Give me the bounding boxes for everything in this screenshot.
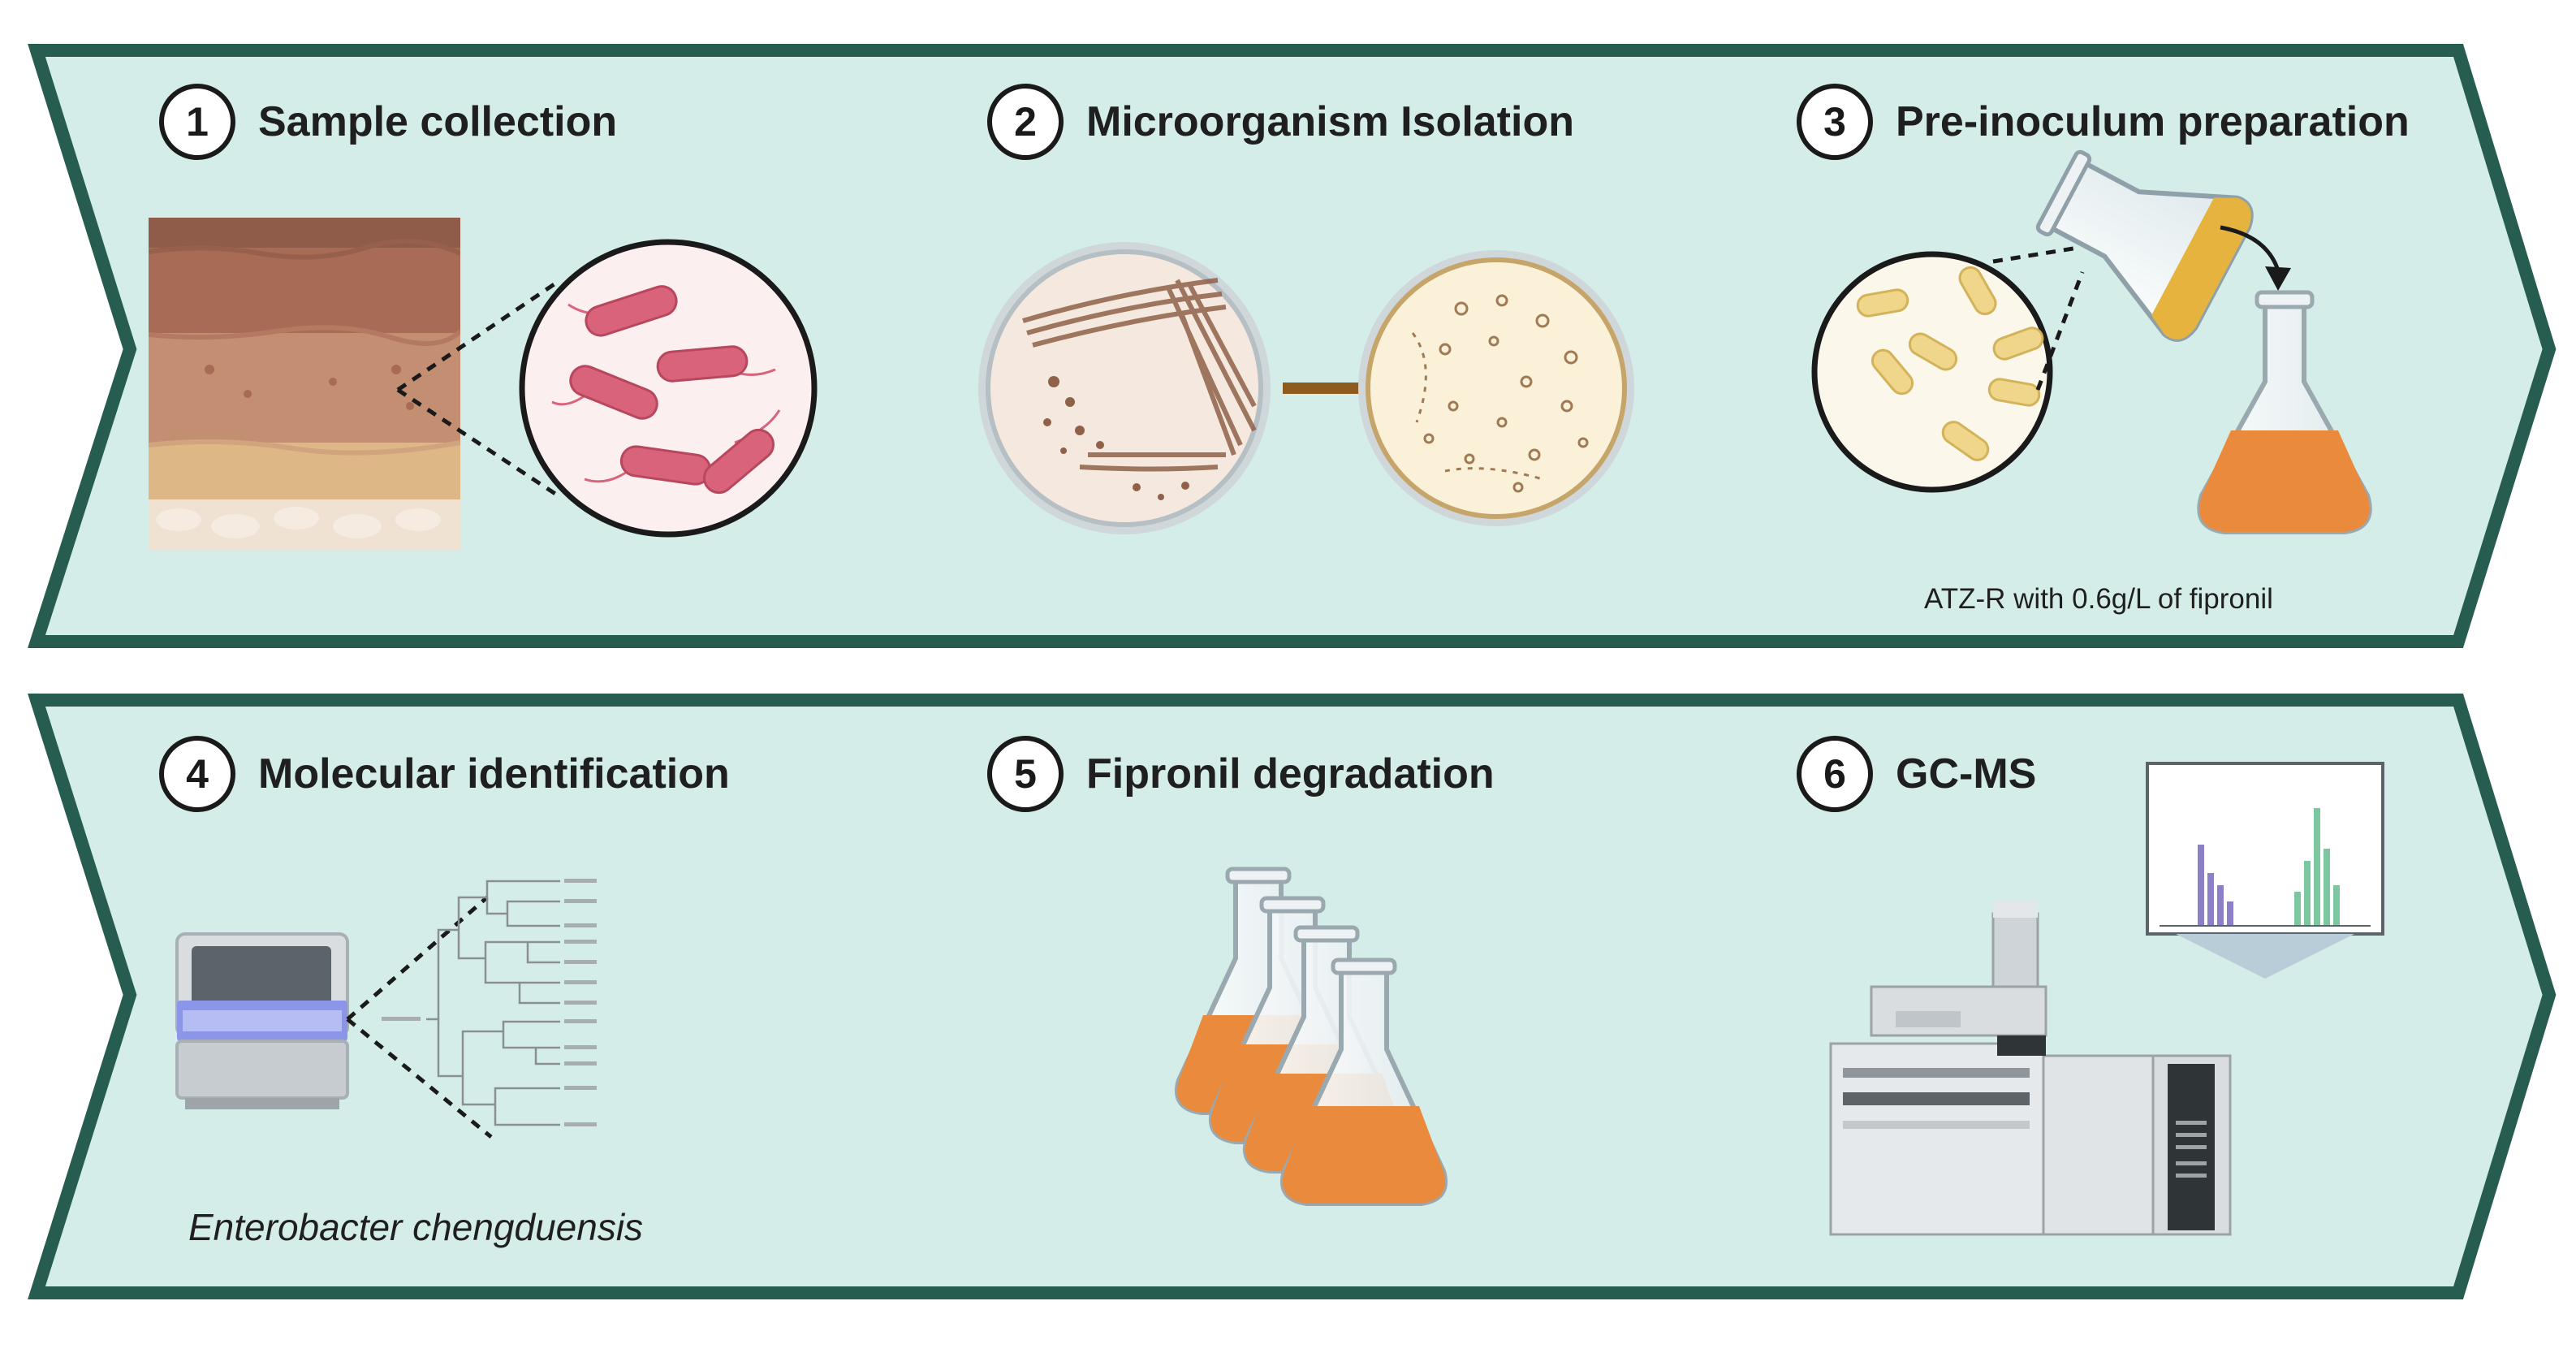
step-number-badge: 3: [1797, 84, 1873, 160]
step-title: GC-MS: [1896, 750, 2037, 798]
step-1-header: 1 Sample collection: [159, 77, 617, 166]
soil-sample-icon: [149, 218, 818, 551]
step-5-header: 5 Fipronil degradation: [987, 729, 1495, 819]
step-number-badge: 5: [987, 736, 1064, 812]
flask-icon: [1811, 149, 2372, 534]
sequencer-icon: [175, 879, 597, 1139]
step-number-badge: 4: [159, 736, 235, 812]
step-6-header: 6 GC-MS: [1797, 729, 2036, 819]
step-title: Pre-inoculum preparation: [1896, 98, 2410, 145]
petri-dish-icon: [978, 242, 1634, 534]
step-number-badge: 1: [159, 84, 235, 160]
step-number-badge: 2: [987, 84, 1064, 160]
step-2-header: 2 Microorganism Isolation: [987, 77, 1574, 166]
organism-caption: Enterobacter chengduensis: [188, 1206, 644, 1248]
gc-ms-instrument-icon: [1829, 762, 2384, 1236]
step-title: Microorganism Isolation: [1086, 98, 1574, 145]
step-title: Fipronil degradation: [1086, 750, 1495, 798]
step-3-header: 3 Pre-inoculum preparation: [1797, 77, 2410, 166]
medium-caption: ATZ-R with 0.6g/L of fipronil: [1924, 583, 2273, 615]
step-4-header: 4 Molecular identification: [159, 729, 730, 819]
step-number-badge: 6: [1797, 736, 1873, 812]
step-title: Molecular identification: [258, 750, 730, 798]
flask-series-icon: [1174, 867, 1445, 1204]
step-title: Sample collection: [258, 98, 618, 145]
